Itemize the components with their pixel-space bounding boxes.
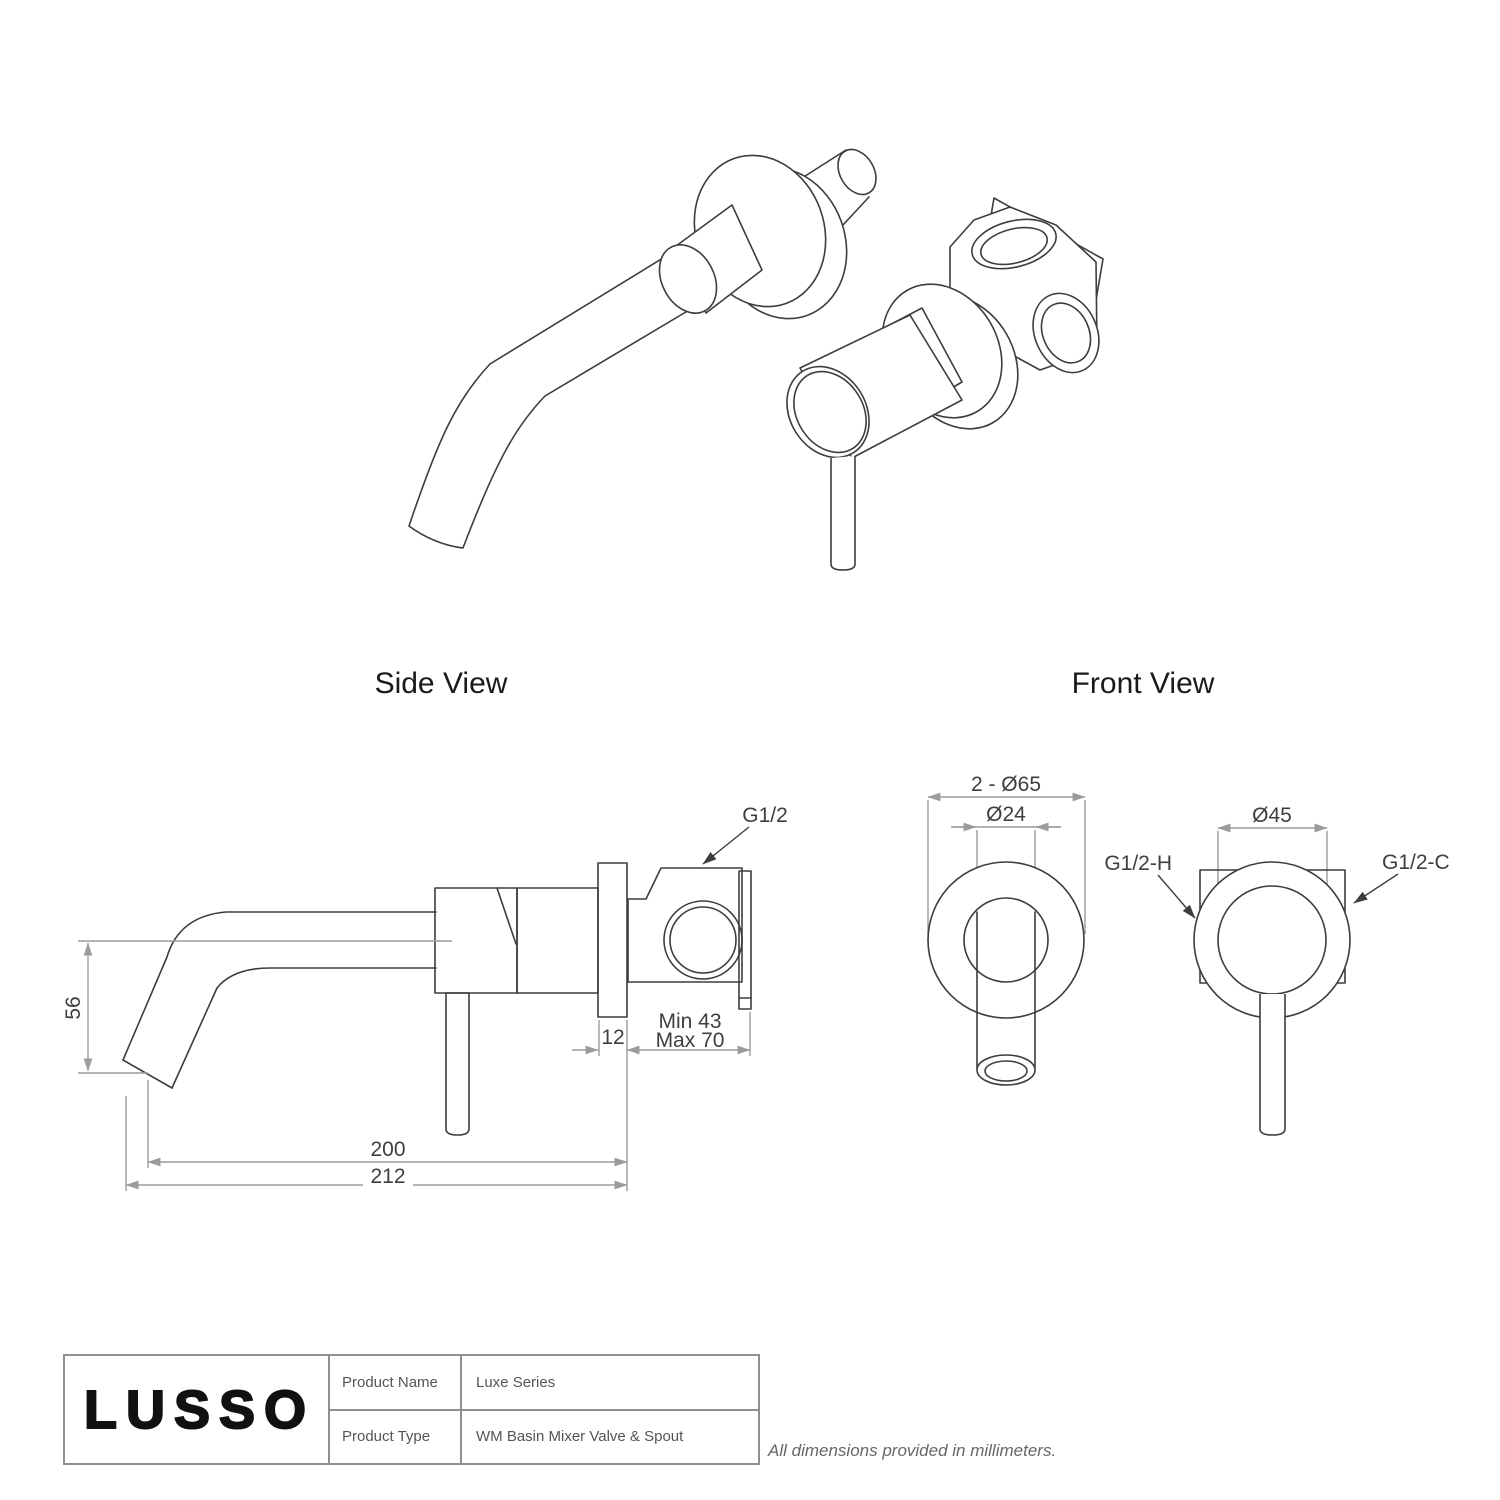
logo-cell: LUSSO xyxy=(65,1356,330,1463)
sv-port-outer xyxy=(663,900,743,980)
sv-thread-leader xyxy=(702,826,750,865)
iso-lever-rod xyxy=(830,456,856,571)
fvs-flange-circle xyxy=(927,861,1085,1019)
side-view-label: Side View xyxy=(375,667,508,700)
front-view-spout-drawing: 2 - Ø65 Ø24 xyxy=(927,773,1086,1086)
fvv-thread-hot: G1/2-H xyxy=(1104,852,1172,875)
sv-spout-bottom xyxy=(171,967,437,1089)
fvv-thread-cold: G1/2-C xyxy=(1382,851,1450,874)
fvv-cold-leader xyxy=(1353,873,1399,904)
iso-sleeve-face xyxy=(658,244,718,314)
sv-spout-tip-face xyxy=(122,1059,173,1089)
iso-valve-drawing xyxy=(786,197,1104,571)
iso-top-port-inner xyxy=(979,226,1049,266)
sv-port-inner xyxy=(669,906,737,974)
fvs-dim-flange: 2 - Ø65 xyxy=(971,773,1041,796)
units-note: All dimensions provided in millimeters. xyxy=(768,1441,1057,1460)
product-name-value: Luxe Series xyxy=(476,1373,556,1391)
iso-spout-tube xyxy=(408,249,707,549)
product-type-value: WM Basin Mixer Valve & Spout xyxy=(476,1428,684,1446)
iso-spout-drawing xyxy=(408,148,877,549)
side-view-drawing: G1/2 56 200 212 12 Min 43 Max 70 xyxy=(62,804,788,1191)
table-row: Product Type WM Basin Mixer Valve & Spou… xyxy=(330,1410,758,1463)
iso-handle-cap xyxy=(786,365,870,459)
front-view-label: Front View xyxy=(1072,667,1215,700)
iso-front-port-inner xyxy=(1040,302,1092,364)
sv-dim-overall: 212 xyxy=(370,1165,405,1188)
sv-dim-overall-bg xyxy=(363,1168,413,1186)
sv-dim-max-bg xyxy=(652,1031,728,1048)
sv-valve-body xyxy=(627,867,743,983)
sv-dim-height: 56 xyxy=(62,996,85,1019)
fvv-lever xyxy=(1259,994,1286,1136)
sv-dim-min: Min 43 xyxy=(658,1010,721,1033)
title-block: LUSSO Product Name Luxe Series Product T… xyxy=(63,1354,760,1465)
sv-lever xyxy=(445,992,470,1136)
sv-bracket xyxy=(738,870,752,1010)
front-view-valve-drawing: Ø45 G1/2-H G1/2-C xyxy=(1104,804,1450,1136)
brand-logo: LUSSO xyxy=(83,1379,316,1440)
iso-handle-cap-rim xyxy=(793,370,867,454)
sv-dim-plate: 12 xyxy=(601,1026,624,1049)
sv-cartridge xyxy=(516,887,599,994)
title-block-rows: Product Name Luxe Series Product Type WM… xyxy=(330,1356,758,1463)
fvs-mouth-inner xyxy=(984,1060,1028,1082)
product-type-label: Product Type xyxy=(330,1410,462,1463)
sv-dim-spout: 200 xyxy=(370,1138,405,1161)
product-name-label: Product Name xyxy=(330,1356,462,1409)
sv-wall-plate xyxy=(597,862,628,1018)
iso-stub-end-cap xyxy=(837,148,877,196)
sv-handle-taper xyxy=(496,887,517,945)
sv-spout-top xyxy=(122,911,437,1061)
sv-dim-max: Max 70 xyxy=(656,1029,725,1052)
fvv-hot-leader xyxy=(1157,874,1196,919)
table-row: Product Name Luxe Series xyxy=(330,1356,758,1411)
sv-thread-label: G1/2 xyxy=(742,804,788,827)
fvs-dim-spout-dia: Ø24 xyxy=(986,803,1026,826)
fvv-dim-valve-dia: Ø45 xyxy=(1252,804,1292,827)
fvs-ring-circle xyxy=(963,897,1049,983)
